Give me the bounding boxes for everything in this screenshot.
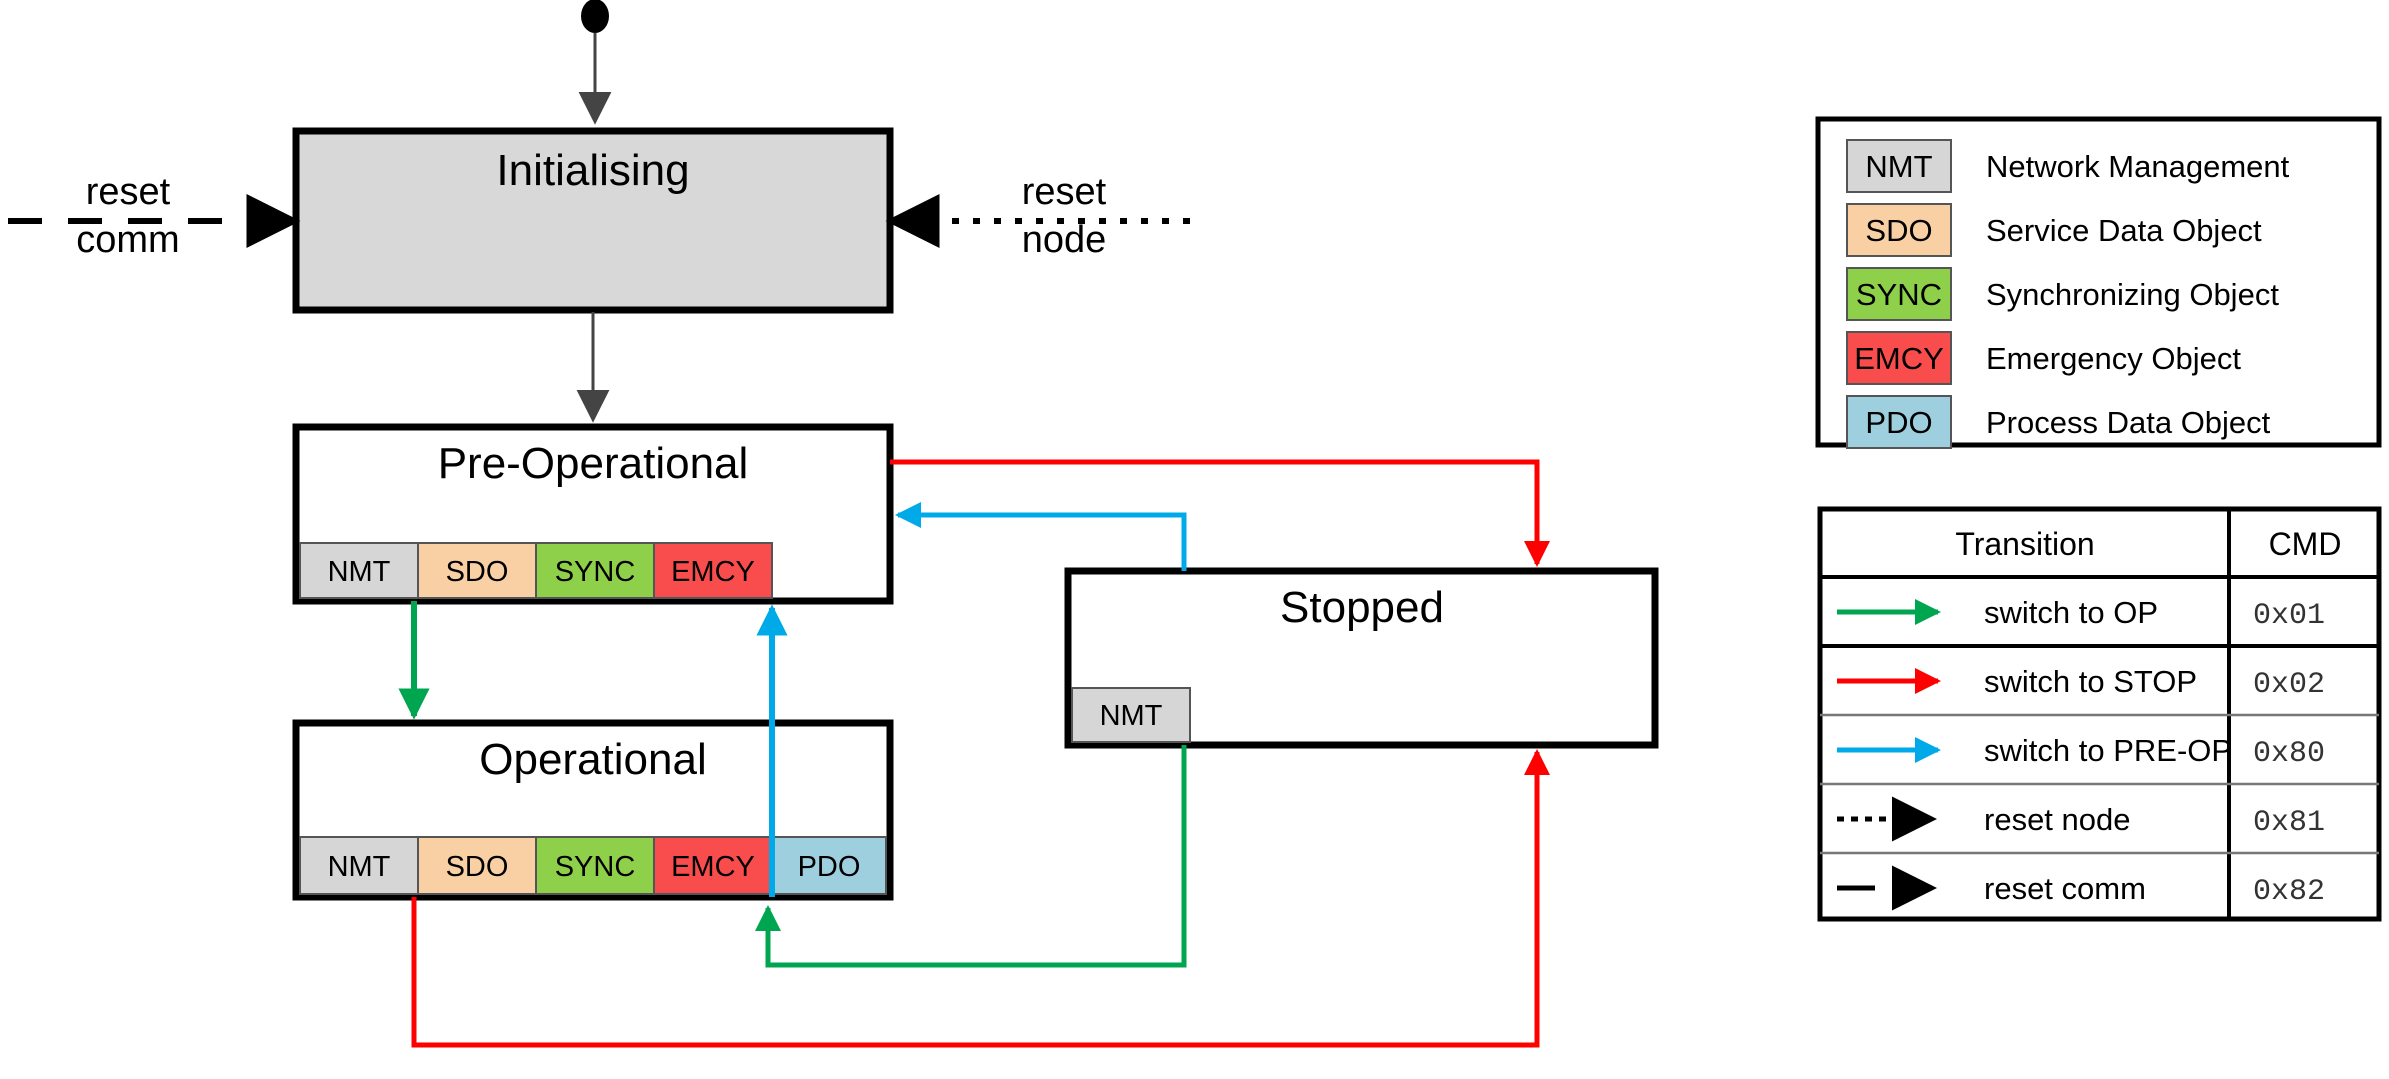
row-label-switch-to-op: switch to OP <box>1984 595 2158 630</box>
badge-sync-label: SYNC <box>555 556 636 588</box>
table-header-transition: Transition <box>1955 526 2094 562</box>
badge-nmt-label: NMT <box>328 851 391 883</box>
state-initialising-label: Initialising <box>496 146 689 195</box>
legend-item-nmt: NMT Network Management <box>1846 139 2290 193</box>
legend-item-sync: SYNC Synchronizing Object <box>1846 267 2279 321</box>
start-node <box>578 0 612 125</box>
legend-desc-nmt: Network Management <box>1986 149 2290 184</box>
badge-pdo-label: PDO <box>798 851 861 883</box>
reset-comm-label-line1: reset <box>86 171 171 213</box>
legend-badge-pdo-label: PDO <box>1865 405 1932 440</box>
table-row: reset node 0x81 <box>1837 796 2325 842</box>
legend-item-sdo: SDO Service Data Object <box>1846 203 2262 257</box>
table-header-cmd: CMD <box>2269 526 2342 562</box>
row-label-switch-to-stop: switch to STOP <box>1984 664 2197 699</box>
badge-nmt <box>1071 687 1191 743</box>
row-cmd-switch-to-op: 0x01 <box>2253 599 2325 633</box>
legend-badge-sync-label: SYNC <box>1856 277 1942 312</box>
legend-badge-sync <box>1846 267 1952 321</box>
badge-nmt <box>299 542 419 599</box>
badge-sync <box>535 836 655 895</box>
badge-nmt-label: NMT <box>328 556 391 588</box>
legend-desc-emcy: Emergency Object <box>1986 341 2241 376</box>
row-cmd-reset-node: 0x81 <box>2253 806 2325 840</box>
legend-desc-pdo: Process Data Object <box>1986 405 2271 440</box>
state-pre-operational-label: Pre-Operational <box>438 439 749 488</box>
state-stopped-label: Stopped <box>1280 583 1444 632</box>
table-row: reset comm 0x82 <box>1837 865 2325 911</box>
row-label-switch-to-preop: switch to PRE-OP <box>1984 733 2232 768</box>
reset-node-label-line2: node <box>1022 219 1107 261</box>
table-row: switch to OP 0x01 <box>1837 595 2325 633</box>
legend-badge-pdo <box>1846 395 1952 449</box>
reset-comm-label-line2: comm <box>76 219 179 261</box>
transition-reset-comm: reset comm <box>8 171 301 261</box>
state-operational[interactable]: Operational NMT SDO SYNC EMCY PDO <box>292 719 894 901</box>
badge-sdo <box>417 542 537 599</box>
operational-service-badges: NMT SDO SYNC EMCY PDO <box>299 836 887 895</box>
row-cmd-reset-comm: 0x82 <box>2253 875 2325 909</box>
legend-item-pdo: PDO Process Data Object <box>1846 395 2271 449</box>
badge-sdo-label: SDO <box>446 556 509 588</box>
badge-emcy-label: EMCY <box>671 851 755 883</box>
row-cmd-switch-to-preop: 0x80 <box>2253 737 2325 771</box>
state-operational-label: Operational <box>479 735 706 784</box>
legend-desc-sdo: Service Data Object <box>1986 213 2262 248</box>
reset-node-label-line1: reset <box>1022 171 1107 213</box>
legend-badge-emcy <box>1846 331 1952 385</box>
table-row: switch to PRE-OP 0x80 <box>1837 733 2325 771</box>
transition-op-to-stopped <box>411 748 1551 1048</box>
legend-desc-sync: Synchronizing Object <box>1986 277 2279 312</box>
legend-badge-sdo-label: SDO <box>1865 213 1932 248</box>
badge-pdo <box>771 836 887 895</box>
legend-panel: NMT Network Management SDO Service Data … <box>1815 116 2382 449</box>
table-row: switch to STOP 0x02 <box>1837 664 2325 702</box>
badge-sync-label: SYNC <box>555 851 636 883</box>
state-pre-operational[interactable]: Pre-Operational NMT SDO SYNC EMCY <box>292 423 894 605</box>
badge-sdo-label: SDO <box>446 851 509 883</box>
transition-reset-node: reset node <box>885 171 1190 261</box>
transition-preop-to-stopped <box>890 459 1550 568</box>
row-label-reset-comm: reset comm <box>1984 871 2146 906</box>
badge-emcy <box>653 542 773 599</box>
legend-badge-sdo <box>1846 203 1952 257</box>
transition-table: Transition CMD switch to OP 0x01 switch … <box>1817 506 2382 922</box>
badge-nmt-label: NMT <box>1100 700 1163 732</box>
transition-stopped-to-op <box>755 745 1187 968</box>
legend-badge-nmt-label: NMT <box>1865 149 1932 184</box>
state-stopped[interactable]: Stopped NMT <box>1064 567 1659 749</box>
row-cmd-switch-to-stop: 0x02 <box>2253 668 2325 702</box>
legend-badge-nmt <box>1846 139 1952 193</box>
legend-item-emcy: EMCY Emergency Object <box>1846 331 2241 385</box>
preop-service-badges: NMT SDO SYNC EMCY <box>299 542 773 599</box>
badge-sync <box>535 542 655 599</box>
badge-emcy-label: EMCY <box>671 556 755 588</box>
transition-stopped-to-preop <box>894 501 1187 571</box>
row-label-reset-node: reset node <box>1984 802 2131 837</box>
legend-badge-emcy-label: EMCY <box>1854 341 1944 376</box>
state-initialising[interactable]: Initialising <box>292 127 894 314</box>
